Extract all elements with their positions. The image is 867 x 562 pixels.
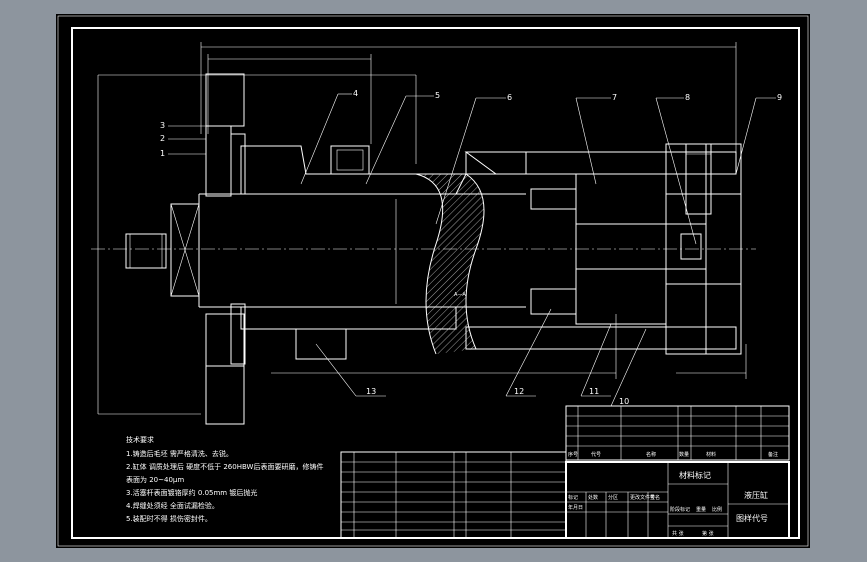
- balloon-2: 2: [160, 134, 165, 143]
- outer-frame: [57, 15, 809, 547]
- drawing-sheet: 4 5 6 7 8 9 3 2 1 13 12 11 10 A—A 技术要求 1…: [56, 14, 810, 548]
- balloon-9: 9: [777, 93, 782, 102]
- parts-list-lower: [340, 451, 567, 539]
- balloon-8: 8: [685, 93, 690, 102]
- sign-row-1: 处数: [588, 494, 598, 501]
- bottom-row-0: 阶段标记: [670, 506, 690, 513]
- note-line-5: 4.焊缝处须经 全面试漏检验。: [126, 501, 219, 510]
- parts-list-upper: 序号 代号 名称 数量 材料 备注: [565, 405, 790, 461]
- drawing-name: 液压缸: [744, 490, 768, 500]
- material-mark: 材料标记: [679, 470, 711, 480]
- sign-row-4: 签名: [650, 494, 660, 501]
- note-line-2: 2.缸体 调质处理后 硬度不低于 260HBW后表面要研磨，修铸件: [126, 462, 323, 471]
- bottom-row-1: 重量: [696, 506, 706, 513]
- header-material: 材料: [706, 451, 716, 458]
- header-code: 代号: [591, 451, 601, 458]
- header-remark: 备注: [768, 451, 778, 458]
- piston-rod-end: [125, 203, 200, 297]
- balloon-11: 11: [589, 387, 599, 396]
- sheet-total: 共 张: [672, 530, 684, 537]
- cylinder-barrel: [240, 145, 737, 360]
- header-qty: 数量: [679, 451, 689, 458]
- balloon-7: 7: [612, 93, 617, 102]
- balloon-4: 4: [353, 89, 358, 98]
- sign-row-5: 年月日: [568, 504, 583, 511]
- header-name: 名称: [646, 451, 656, 458]
- balloon-10: 10: [619, 397, 629, 406]
- sheet-number: 第 张: [702, 530, 714, 537]
- sign-row-2: 分区: [608, 494, 618, 501]
- balloon-12: 12: [514, 387, 524, 396]
- note-line-1: 1.铸造后毛坯 需严格清洗、去锐。: [126, 449, 233, 458]
- note-line-3: 表面为 20~40μm: [126, 475, 184, 484]
- balloon-1: 1: [160, 149, 165, 158]
- right-end-cap: [665, 143, 742, 355]
- balloon-13: 13: [366, 387, 376, 396]
- sign-row-3: 更改文件号: [630, 494, 655, 501]
- balloon-labels: 4 5 6 7 8 9 3 2 1 13 12 11 10 A—A: [160, 89, 782, 406]
- piston: [530, 173, 707, 325]
- balloon-6: 6: [507, 93, 512, 102]
- drawing-code: 图样代号: [736, 513, 768, 523]
- balloon-3: 3: [160, 121, 165, 130]
- break-curves: [415, 173, 485, 355]
- header-seq: 序号: [568, 451, 578, 458]
- sign-row-0: 标记: [568, 494, 578, 501]
- notes-title: 技术要求: [126, 435, 154, 444]
- title-block: 材料标记 液压缸 图样代号 标记 处数 分区 更改文件号 签名 年月日 阶段标记…: [565, 461, 790, 539]
- note-line-6: 5.装配时不得 损伤密封件。: [126, 514, 212, 523]
- bottom-row-2: 比例: [712, 506, 722, 513]
- overall-dimensions: [97, 42, 747, 415]
- note-line-4: 3.活塞杆表面镀铬厚约 0.05mm 镀后抛光: [126, 488, 257, 497]
- balloon-5: 5: [435, 91, 440, 100]
- technical-notes: 技术要求 1.铸造后毛坯 需严格清洗、去锐。 2.缸体 调质处理后 硬度不低于 …: [126, 435, 323, 523]
- assembly-drawing: 4 5 6 7 8 9 3 2 1 13 12 11 10 A—A 技术要求 1…: [57, 15, 809, 547]
- section-mark: A—A: [454, 292, 466, 298]
